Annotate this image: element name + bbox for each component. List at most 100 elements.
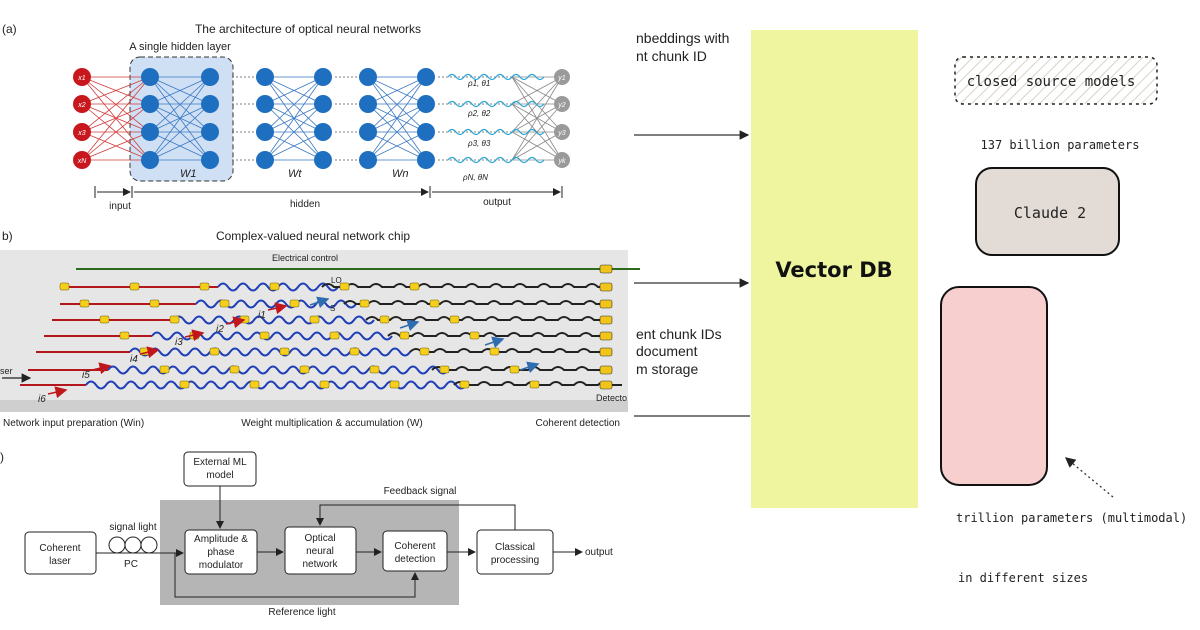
hidden-node <box>314 95 332 113</box>
input-node <box>73 123 91 141</box>
mid-text-mid-3: m storage <box>636 361 698 377</box>
coherent-laser-label-2: laser <box>49 556 71 567</box>
modulator-label-1: Amplitude & <box>194 534 248 545</box>
mid-text-mid-2: document <box>636 343 698 359</box>
section-output: output <box>483 197 511 208</box>
hidden-node <box>141 68 159 86</box>
phase-1: ρ1, θ1 <box>467 79 490 88</box>
input-node <box>73 68 91 86</box>
weight-wn: Wn <box>392 168 409 180</box>
current-label: i2 <box>216 324 224 335</box>
classical-label-2: processing <box>491 555 539 566</box>
phase-waves <box>447 73 545 164</box>
hidden-node <box>256 151 274 169</box>
hidden-layer-caption: A single hidden layer <box>129 41 231 53</box>
electrical-control-label: Electrical control <box>272 253 338 263</box>
current-label: i3 <box>175 337 183 348</box>
sizes-label: in different sizes <box>958 571 1088 585</box>
output-node-label: y2 <box>557 102 566 109</box>
phase-wave <box>447 156 545 164</box>
input-node-label: x1 <box>77 75 86 82</box>
hidden-node <box>201 151 219 169</box>
coherent-laser-label-1: Coherent <box>39 543 80 554</box>
reference-light-label: Reference light <box>268 607 335 618</box>
input-node <box>73 95 91 113</box>
input-node-label: x2 <box>77 102 86 109</box>
hidden-node <box>359 123 377 141</box>
mid-text-mid-1: ent chunk IDs <box>636 326 722 342</box>
hidden-node <box>141 151 159 169</box>
modulator-label-2: phase <box>207 547 235 558</box>
hidden-node <box>201 95 219 113</box>
middle-rag-fragment: nbeddings with nt chunk ID ent chunk IDs… <box>634 30 918 508</box>
section-hidden: hidden <box>290 199 320 210</box>
panel-c-label: ) <box>0 450 4 464</box>
section-coherent-detection: Coherent detection <box>535 418 620 429</box>
hidden-node <box>417 123 435 141</box>
onn-label-2: neural <box>306 546 334 557</box>
output-node <box>554 152 570 168</box>
lo-label: LO <box>331 276 342 285</box>
hidden-node <box>141 95 159 113</box>
current-label: i4 <box>130 354 138 365</box>
hidden-node <box>314 68 332 86</box>
params-137-label: 137 billion parameters <box>981 138 1140 152</box>
hidden-node <box>359 151 377 169</box>
trillion-label: trillion parameters (multimodal) <box>956 511 1187 525</box>
detection-box <box>382 530 448 572</box>
hidden-node <box>256 123 274 141</box>
panel-a-label: (a) <box>2 22 17 36</box>
output-node-label: y1 <box>557 75 566 82</box>
onn-box <box>284 526 357 575</box>
hidden-node <box>201 68 219 86</box>
right-llm-fragment: closed source models 137 billion paramet… <box>940 56 1187 585</box>
closed-source-label: closed source models <box>967 74 1136 90</box>
phase-3: ρ3, θ3 <box>467 139 491 148</box>
hidden-node <box>314 151 332 169</box>
section-input-prep: Network input preparation (Win) <box>3 418 144 429</box>
detection-label-2: detection <box>395 554 436 565</box>
hidden-node <box>417 95 435 113</box>
current-label: i1 <box>258 310 266 321</box>
chip-substrate <box>0 250 628 412</box>
claude2-box <box>975 167 1120 256</box>
output-node-label: yk <box>558 158 567 165</box>
vector-db-label: Vector DB <box>775 258 892 282</box>
phase-wave <box>447 100 545 108</box>
claude2-label: Claude 2 <box>1014 204 1086 222</box>
mid-text-top-1: nbeddings with <box>636 30 729 46</box>
output-label: output <box>585 547 613 558</box>
weight-wt: Wt <box>288 168 302 180</box>
external-ml-label-2: model <box>206 470 233 481</box>
pc-label: PC <box>124 559 138 570</box>
output-node <box>554 124 570 140</box>
current-labels: i1 i2 i3 i4 i5 i6 <box>38 296 540 405</box>
dotted-arrow <box>1064 457 1114 498</box>
phase-wave <box>447 128 545 136</box>
hidden-node <box>314 123 332 141</box>
panel-b-title: Complex-valued neural network chip <box>216 229 410 243</box>
onn-label-3: network <box>302 559 338 570</box>
external-ml-label-1: External ML <box>193 457 247 468</box>
panel-b-label: b) <box>2 229 13 243</box>
modulator-label-3: modulator <box>199 560 244 571</box>
current-label: i6 <box>38 394 46 405</box>
section-weight-mult: Weight multiplication & accumulation (W) <box>241 418 423 429</box>
current-label: i5 <box>82 370 90 381</box>
output-node <box>554 96 570 112</box>
model-box-pink <box>940 286 1048 486</box>
hidden-node <box>417 68 435 86</box>
hidden-node <box>256 95 274 113</box>
mid-text-top-2: nt chunk ID <box>636 48 707 64</box>
input-node <box>73 151 91 169</box>
input-node-label: xN <box>77 158 88 165</box>
weight-w1: W1 <box>180 168 197 180</box>
phase-2: ρ2, θ2 <box>467 109 491 118</box>
detection-label-1: Coherent <box>394 541 435 552</box>
panel-c-system: ) External ML model Coherent laser signa… <box>0 450 613 618</box>
panel-a-onn-architecture: (a) The architecture of optical neural n… <box>2 22 570 212</box>
panel-a-title: The architecture of optical neural netwo… <box>195 22 421 36</box>
detector-label: Detecto <box>596 393 627 403</box>
